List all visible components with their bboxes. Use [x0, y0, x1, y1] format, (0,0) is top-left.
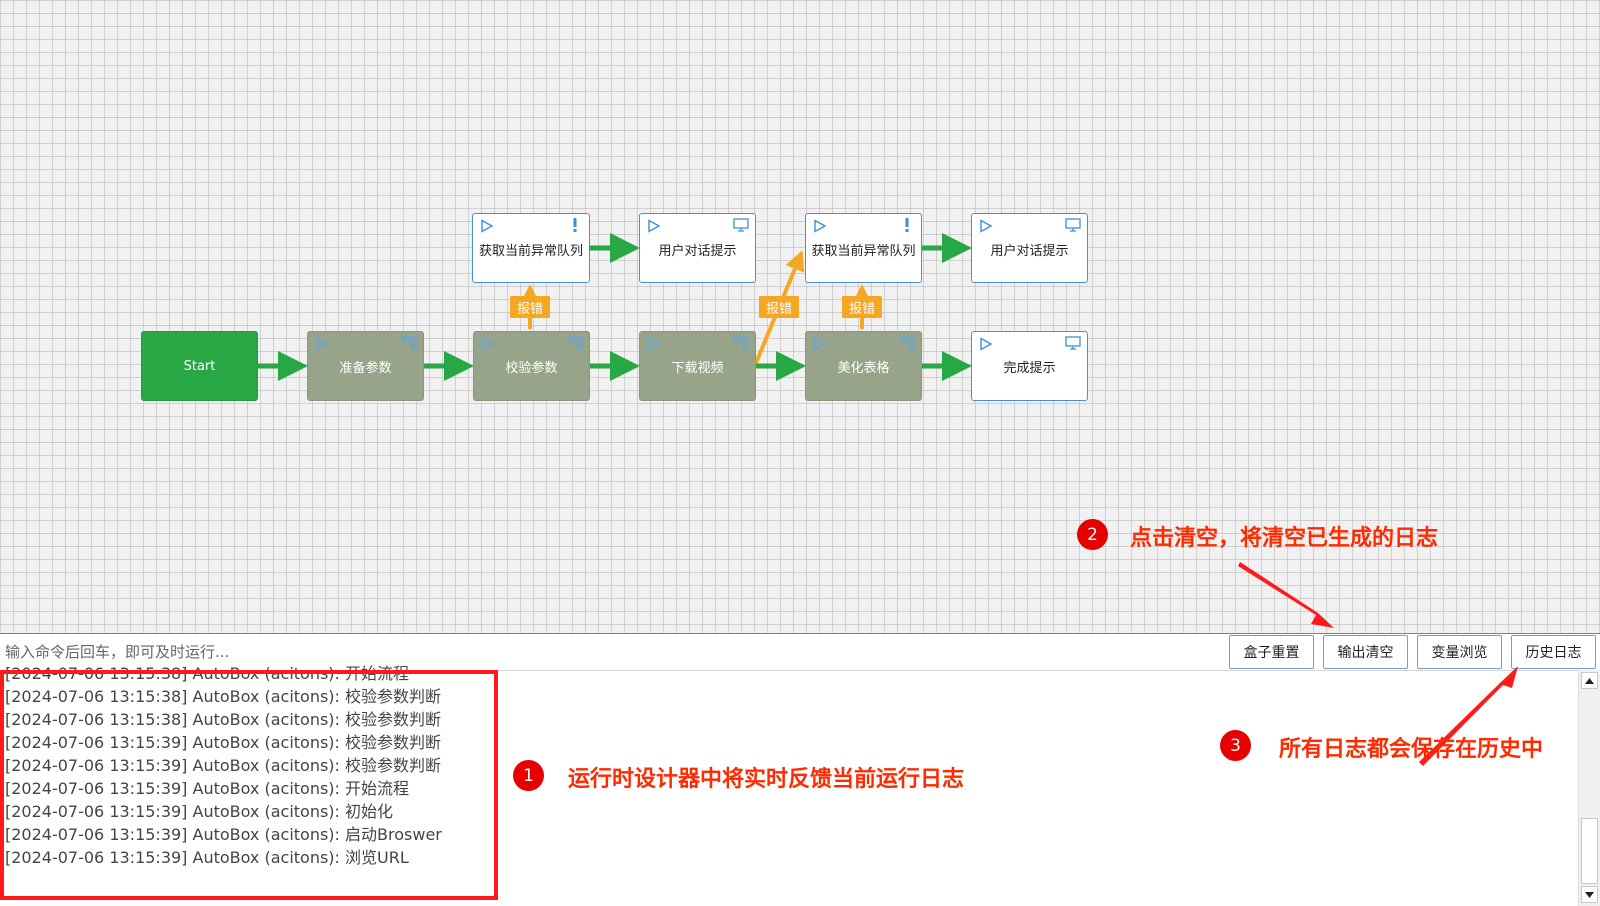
branch-icon [401, 336, 417, 350]
clear-output-button[interactable]: 输出清空 [1323, 635, 1408, 669]
flow-node-start[interactable]: Start [141, 331, 258, 401]
log-line: [2024-07-06 13:15:39] AutoBox (acitons):… [5, 802, 394, 821]
branch-icon [733, 336, 749, 350]
alert-icon [905, 218, 909, 232]
history-log-button[interactable]: 历史日志 [1511, 635, 1596, 669]
node-label: Start [183, 358, 216, 374]
play-icon [481, 219, 494, 233]
node-label: 美化表格 [837, 360, 890, 376]
flow-node-queue2[interactable]: 获取当前异常队列 [805, 213, 922, 283]
monitor-icon [733, 218, 749, 232]
flow-node-dialog2[interactable]: 用户对话提示 [971, 213, 1088, 283]
play-icon [980, 337, 993, 351]
log-highlight-box [0, 670, 498, 900]
chevron-down-icon [1585, 891, 1594, 898]
flow-node-download[interactable]: 下载视频 [639, 331, 756, 401]
log-lines: [2024-07-06 13:15:38] AutoBox (acitons):… [5, 662, 1575, 902]
node-label: 用户对话提示 [658, 244, 737, 259]
error-tag-beautify: 报错 [842, 296, 882, 318]
log-scrollbar[interactable] [1578, 670, 1600, 906]
log-line: [2024-07-06 13:15:39] AutoBox (acitons):… [5, 779, 410, 798]
node-label: 获取当前异常队列 [478, 244, 583, 259]
flow-node-finish[interactable]: 完成提示 [971, 331, 1088, 401]
play-icon [316, 337, 329, 351]
error-tag-verify: 报错 [510, 296, 550, 318]
annotation-marker-3: 3 [1220, 730, 1251, 761]
play-icon [648, 219, 661, 233]
play-icon [814, 337, 827, 351]
annotation-marker-2: 2 [1077, 519, 1108, 550]
branch-icon [567, 336, 583, 350]
scroll-down-button[interactable] [1581, 886, 1598, 903]
flow-node-beautify[interactable]: 美化表格 [805, 331, 922, 401]
command-bar: 盒子重置 输出清空 变量浏览 历史日志 [0, 633, 1600, 670]
chevron-up-icon [1585, 677, 1594, 684]
scroll-thumb[interactable] [1581, 818, 1598, 884]
monitor-icon [1065, 336, 1081, 350]
browse-variables-button[interactable]: 变量浏览 [1417, 635, 1502, 669]
log-line: [2024-07-06 13:15:38] AutoBox (acitons):… [5, 710, 442, 729]
annotation-text-3: 所有日志都会保存在历史中 [1279, 737, 1544, 762]
reset-box-button[interactable]: 盒子重置 [1229, 635, 1314, 669]
log-line: [2024-07-06 13:15:38] AutoBox (acitons):… [5, 687, 442, 706]
node-label: 完成提示 [1003, 360, 1056, 376]
log-line: [2024-07-06 13:15:39] AutoBox (acitons):… [5, 733, 442, 752]
flow-canvas[interactable]: Start 准备参数 校验参数 下载视频 美化表格 完成提示 获取当前异常队列 … [0, 0, 1600, 633]
annotation-text-1: 运行时设计器中将实时反馈当前运行日志 [568, 767, 965, 792]
log-line: [2024-07-06 13:15:39] AutoBox (acitons):… [5, 756, 442, 775]
monitor-icon [1065, 218, 1081, 232]
node-label: 获取当前异常队列 [811, 244, 916, 259]
play-icon [482, 337, 495, 351]
node-label: 下载视频 [671, 360, 724, 376]
log-line: [2024-07-06 13:15:39] AutoBox (acitons):… [5, 825, 442, 844]
log-panel[interactable]: [2024-07-06 13:15:38] AutoBox (acitons):… [0, 664, 1600, 906]
play-icon [814, 219, 827, 233]
command-input[interactable] [0, 634, 1225, 670]
flow-node-queue1[interactable]: 获取当前异常队列 [472, 213, 590, 283]
annotation-marker-1: 1 [513, 760, 544, 791]
play-icon [648, 337, 661, 351]
node-label: 用户对话提示 [990, 244, 1069, 259]
alert-icon [573, 218, 577, 232]
error-tag-download: 报错 [759, 296, 799, 318]
flow-node-verify[interactable]: 校验参数 [473, 331, 590, 401]
node-label: 校验参数 [505, 360, 558, 376]
play-icon [980, 219, 993, 233]
node-label: 准备参数 [339, 360, 392, 376]
annotation-text-2: 点击清空，将清空已生成的日志 [1130, 526, 1439, 551]
log-line: [2024-07-06 13:15:39] AutoBox (acitons):… [5, 848, 409, 867]
flow-node-prep[interactable]: 准备参数 [307, 331, 424, 401]
flow-node-dialog1[interactable]: 用户对话提示 [639, 213, 756, 283]
branch-icon [899, 336, 915, 350]
scroll-up-button[interactable] [1581, 672, 1598, 689]
